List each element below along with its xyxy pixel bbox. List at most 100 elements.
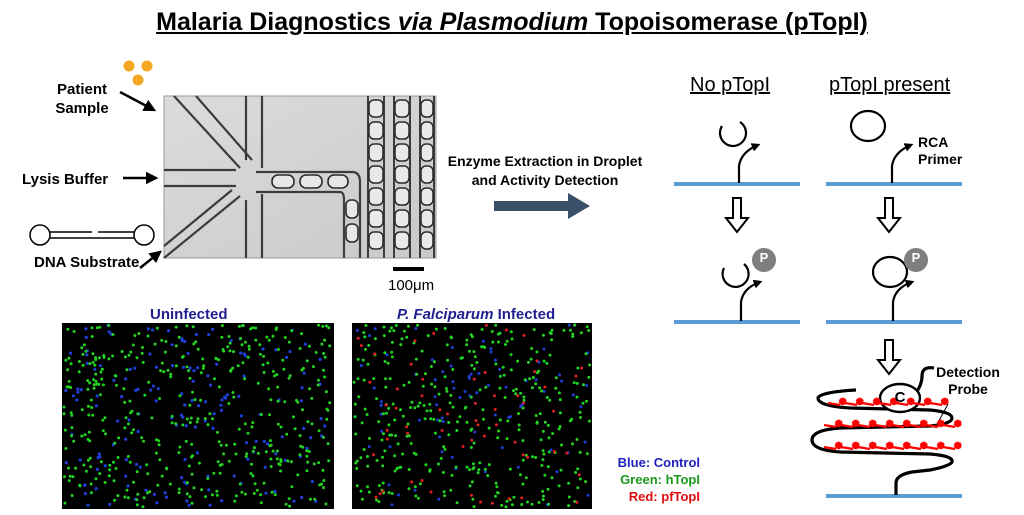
fluor-dot <box>199 399 202 402</box>
fluor-dot <box>534 382 537 385</box>
fluor-dot <box>366 465 369 468</box>
fluor-dot <box>91 352 94 355</box>
fluor-dot <box>408 487 411 490</box>
fluor-dot <box>104 416 107 419</box>
fluor-dot <box>222 348 225 351</box>
fluor-dot <box>322 436 325 439</box>
fluor-dot <box>520 503 523 506</box>
fluor-dot <box>576 438 579 441</box>
fluor-dot <box>470 396 473 399</box>
fluor-dot <box>245 455 248 458</box>
fluor-dot <box>227 402 230 405</box>
fluor-dot <box>508 497 511 500</box>
fluor-dot <box>208 412 211 415</box>
fluor-dot <box>567 482 570 485</box>
fluor-dot <box>167 329 170 332</box>
fluor-dot <box>121 350 124 353</box>
fluor-dot <box>243 375 246 378</box>
fluor-dot <box>576 396 579 399</box>
fluor-dot <box>386 429 389 432</box>
fluor-dot <box>300 399 303 402</box>
fluor-dot <box>178 394 181 397</box>
fluor-dot <box>364 408 367 411</box>
fluor-dot <box>579 478 582 481</box>
fluor-dot <box>149 389 152 392</box>
fluor-dot <box>220 336 223 339</box>
fluor-dot <box>127 418 130 421</box>
fluor-dot <box>288 350 291 353</box>
fluor-dot <box>133 367 136 370</box>
fluor-dot <box>101 419 104 422</box>
fluor-dot <box>515 388 518 391</box>
fluor-dot <box>525 476 528 479</box>
fluor-dot <box>356 484 359 487</box>
fluor-dot <box>250 425 253 428</box>
fluor-dot <box>222 452 225 455</box>
fluor-dot <box>207 488 210 491</box>
fluor-dot <box>544 421 547 424</box>
fluor-dot <box>154 343 157 346</box>
fluor-dot <box>164 351 167 354</box>
fluor-dot <box>366 413 369 416</box>
fluor-dot <box>428 403 431 406</box>
fluor-dot <box>98 452 101 455</box>
fluor-dot <box>67 467 70 470</box>
fluor-dot <box>96 468 99 471</box>
fluor-dot <box>374 337 377 340</box>
fluor-dot <box>379 492 382 495</box>
fluor-dot <box>92 378 95 381</box>
fluor-dot <box>69 475 72 478</box>
fluor-dot <box>123 401 126 404</box>
fluor-dot <box>445 390 448 393</box>
fluor-dot <box>129 351 132 354</box>
fluor-dot <box>509 468 512 471</box>
fluor-dot <box>148 490 151 493</box>
fluor-dot <box>496 491 499 494</box>
fluor-dot <box>506 340 509 343</box>
fluor-dot <box>155 399 158 402</box>
fluor-dot <box>124 377 127 380</box>
fluor-dot <box>144 489 147 492</box>
fluor-dot <box>72 394 75 397</box>
fluor-dot <box>161 475 164 478</box>
fluor-dot <box>264 492 267 495</box>
fluor-dot <box>576 382 579 385</box>
fluor-dot <box>98 455 101 458</box>
fluor-dot <box>323 339 326 342</box>
fluor-dot <box>185 424 188 427</box>
fluor-dot <box>435 403 438 406</box>
fluor-dot <box>521 483 524 486</box>
fluor-dot <box>458 415 461 418</box>
fluor-dot <box>421 350 424 353</box>
fluor-dot <box>90 483 93 486</box>
fluor-dot <box>257 382 260 385</box>
fluor-dot <box>452 387 455 390</box>
fluor-dot <box>165 467 168 470</box>
fluor-dot <box>397 442 400 445</box>
fluor-dot <box>74 467 77 470</box>
fluor-dot <box>587 494 590 497</box>
fluor-dot <box>191 454 194 457</box>
fluor-dot <box>383 326 386 329</box>
fluor-dot <box>542 449 545 452</box>
fluor-dot <box>129 461 132 464</box>
fluor-dot <box>565 452 568 455</box>
fluor-dot <box>274 452 277 455</box>
fluor-dot <box>465 339 468 342</box>
fluor-dot <box>410 481 413 484</box>
fluor-dot <box>76 391 79 394</box>
fluor-dot <box>438 435 441 438</box>
fluor-dot <box>183 481 186 484</box>
fluor-dot <box>543 386 546 389</box>
fluor-dot <box>306 420 309 423</box>
fluor-dot <box>265 336 268 339</box>
fluor-dot <box>219 472 222 475</box>
fluor-dot <box>522 407 525 410</box>
fluor-dot <box>516 360 519 363</box>
fluor-dot <box>421 378 424 381</box>
fluor-dot <box>90 399 93 402</box>
fluor-dot <box>241 361 244 364</box>
fluor-dot <box>308 450 311 453</box>
fluor-dot <box>423 404 426 407</box>
fluor-dot <box>470 333 473 336</box>
